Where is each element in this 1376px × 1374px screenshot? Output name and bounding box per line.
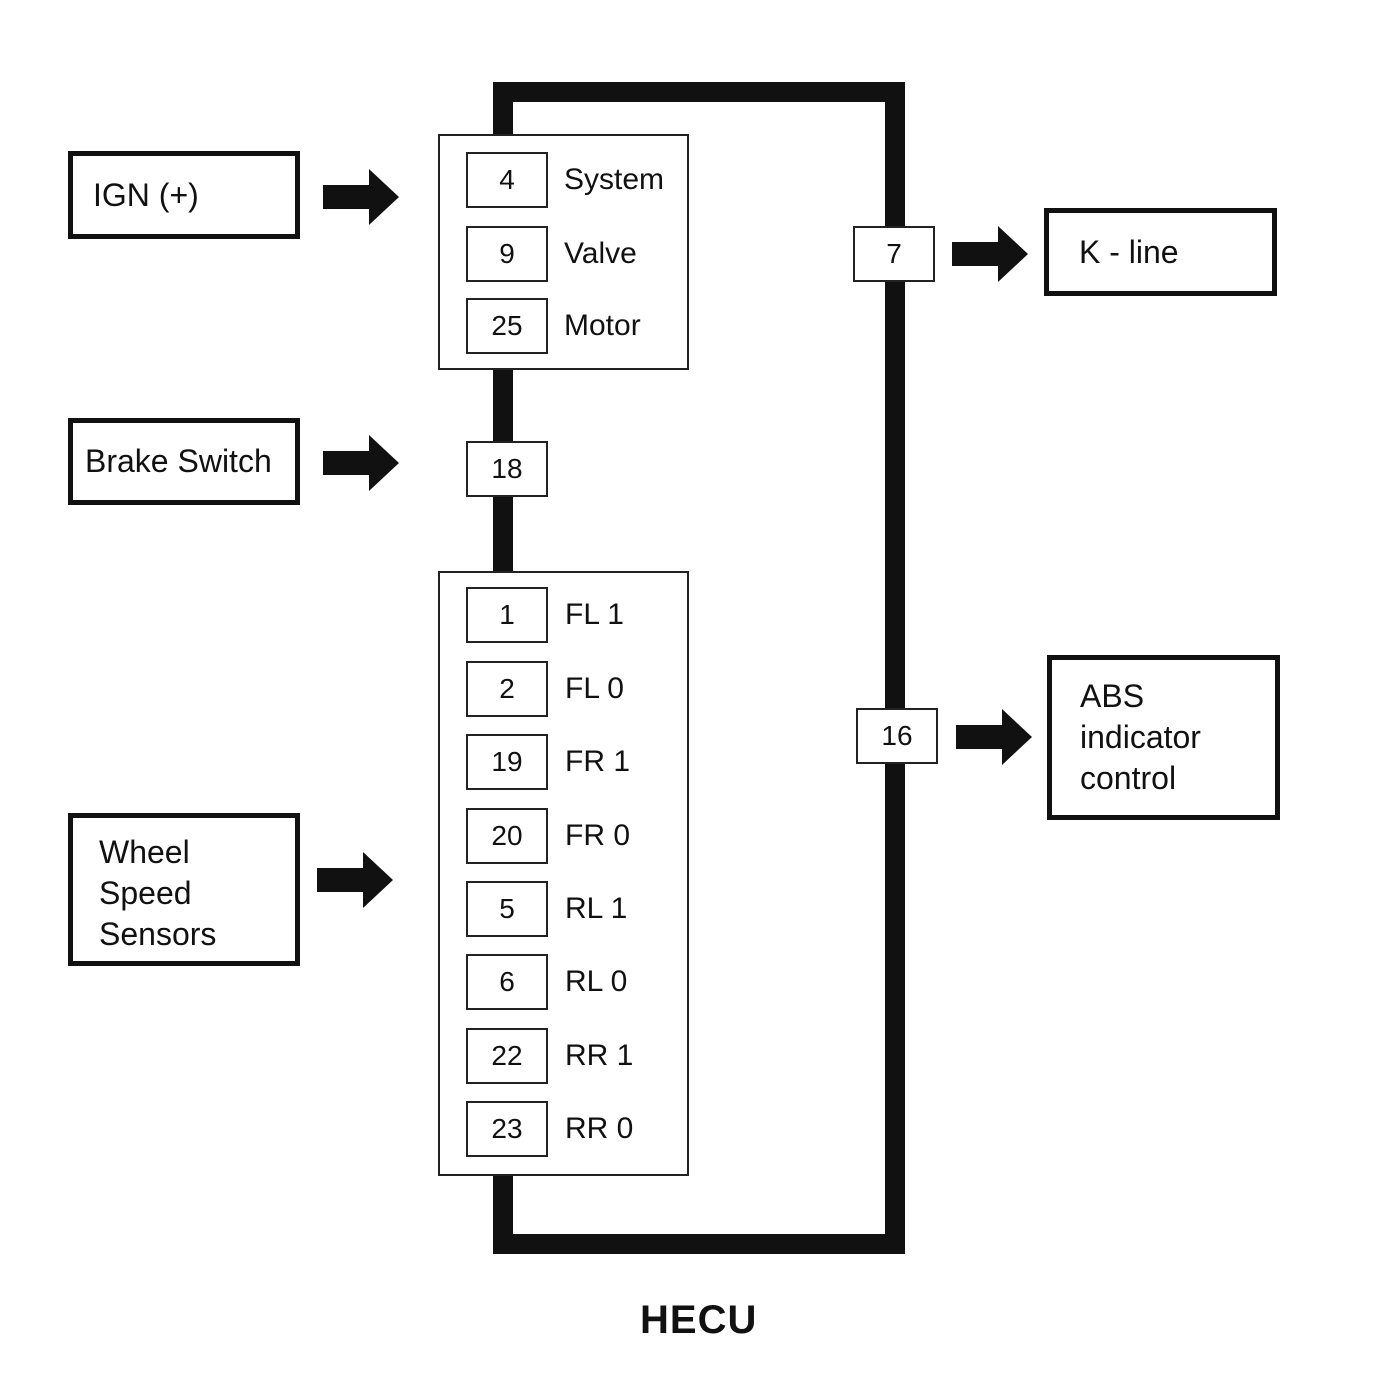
pin-fl0: 2 — [466, 661, 548, 717]
abs-indicator-box: ABS indicator control — [1047, 655, 1280, 820]
pin-rl0: 6 — [466, 954, 548, 1010]
wheel-speed-sensors-label-line-3: Sensors — [99, 916, 217, 952]
wheel-speed-sensors-label-line-2: Speed — [99, 875, 192, 911]
pin-label-fl1: FL 1 — [565, 598, 624, 631]
pin-fr1: 19 — [466, 734, 548, 790]
brake-switch-label: Brake Switch — [85, 443, 272, 479]
brake-switch-box: Brake Switch — [68, 418, 300, 505]
hecu-title: HECU — [640, 1298, 758, 1342]
pin-rr0: 23 — [466, 1101, 548, 1157]
pin-label-rl1: RL 1 — [565, 892, 628, 925]
ign-box: IGN (+) — [68, 151, 300, 239]
pin-system: 4 — [466, 152, 548, 208]
pin-label-rl0: RL 0 — [565, 965, 628, 998]
pin-valve: 9 — [466, 226, 548, 282]
pin-fr0: 20 — [466, 808, 548, 864]
ign-label: IGN (+) — [93, 176, 199, 213]
pin-k-line: 7 — [853, 226, 935, 282]
k-line-label: K - line — [1079, 233, 1179, 270]
pin-label-motor: Motor — [564, 309, 641, 342]
arrow-right-icon — [317, 852, 395, 908]
pin-label-system: System — [564, 163, 665, 196]
pin-label-fr1: FR 1 — [565, 745, 631, 778]
pin-brake-switch: 18 — [466, 441, 548, 497]
arrow-right-icon — [952, 226, 1030, 282]
abs-indicator-label-line-2: indicator — [1080, 719, 1201, 755]
pin-motor: 25 — [466, 298, 548, 354]
pin-fl1: 1 — [466, 587, 548, 643]
pin-label-fr0: FR 0 — [565, 819, 631, 852]
wheel-speed-sensors-label-line-1: Wheel — [99, 834, 190, 870]
wheel-speed-sensors-box: Wheel Speed Sensors — [68, 813, 300, 966]
pin-label-valve: Valve — [564, 237, 637, 270]
pin-label-rr0: RR 0 — [565, 1112, 634, 1145]
arrow-right-icon — [956, 709, 1034, 765]
abs-indicator-label-line-1: ABS — [1080, 678, 1145, 714]
pin-label-fl0: FL 0 — [565, 672, 624, 705]
pin-abs-indicator: 16 — [856, 708, 938, 764]
arrow-right-icon — [323, 435, 401, 491]
pin-rr1: 22 — [466, 1028, 548, 1084]
abs-indicator-label-line-3: control — [1080, 760, 1177, 796]
pin-label-rr1: RR 1 — [565, 1039, 634, 1072]
arrow-right-icon — [323, 169, 401, 225]
k-line-box: K - line — [1044, 208, 1277, 296]
pin-rl1: 5 — [466, 881, 548, 937]
